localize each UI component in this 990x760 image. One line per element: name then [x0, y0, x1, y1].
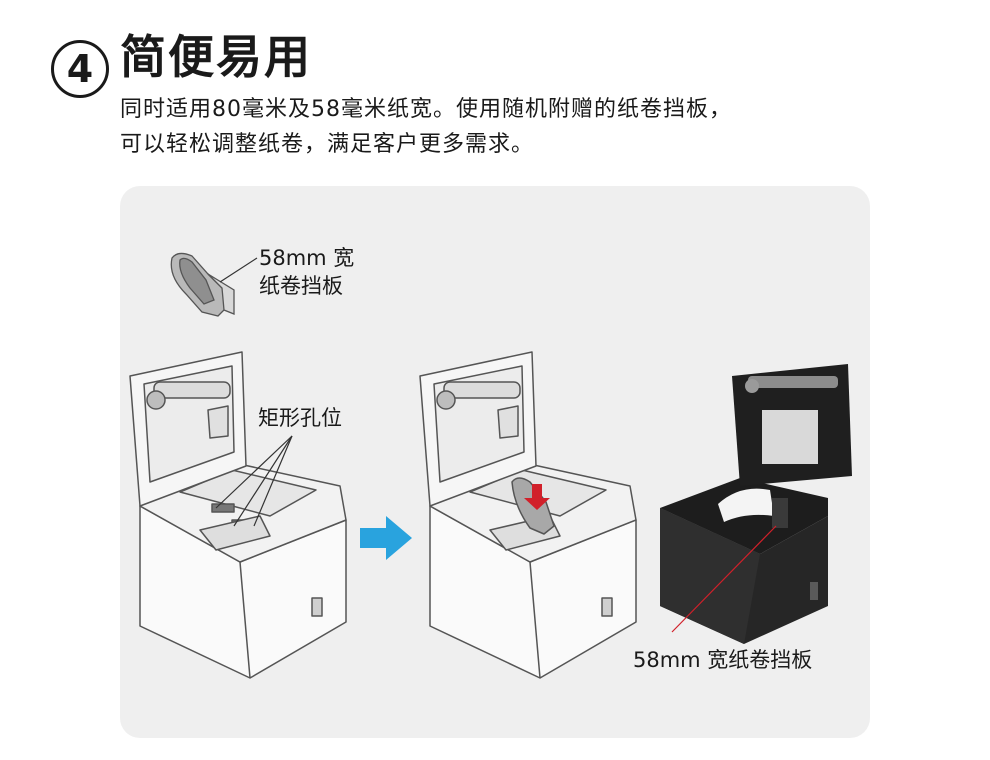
guide-label: 58mm 宽 纸卷挡板: [259, 244, 354, 300]
insert-direction-arrow: [524, 484, 550, 510]
guide-label-line-2: 纸卷挡板: [259, 274, 343, 298]
illustration-panel: 58mm 宽 纸卷挡板 矩形孔位 58mm 宽纸卷挡板: [120, 186, 870, 738]
section-heading: 简便易用: [120, 30, 312, 84]
right-arrow-icon: [360, 516, 412, 560]
illustration-canvas: [129, 252, 852, 679]
paper-guide-drawing: [170, 252, 235, 317]
description-line-2: 可以轻松调整纸卷，满足客户更多需求。: [120, 132, 535, 157]
printer-open-drawing: [129, 351, 347, 679]
printer-installed-render: [660, 364, 852, 644]
installed-leader-line: [671, 525, 777, 633]
step-number: 4: [66, 47, 94, 91]
slots-label: 矩形孔位: [258, 406, 342, 430]
step-number-badge: 4: [51, 40, 109, 98]
printer-guide-insert-drawing: [419, 351, 637, 679]
guide-leader-line: [219, 257, 258, 283]
description-line-1: 同时适用80毫米及58毫米纸宽。使用随机附赠的纸卷挡板，: [120, 97, 732, 122]
installed-guide-label: 58mm 宽纸卷挡板: [633, 648, 813, 672]
guide-label-line-1: 58mm 宽: [259, 246, 355, 270]
section-description: 同时适用80毫米及58毫米纸宽。使用随机附赠的纸卷挡板， 可以轻松调整纸卷，满足…: [120, 92, 732, 162]
slot-leader-lines: [215, 435, 293, 527]
